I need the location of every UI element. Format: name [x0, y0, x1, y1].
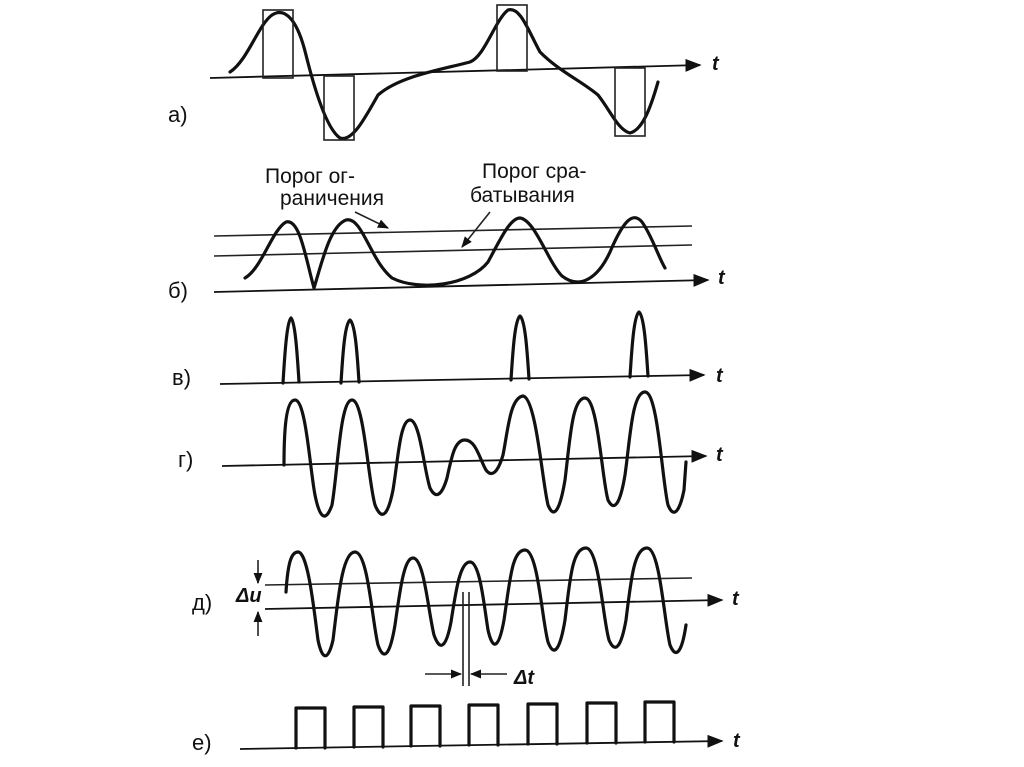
trigger-threshold-line — [213, 244, 693, 257]
axis-d — [264, 593, 724, 610]
pulse-v3 — [509, 314, 531, 382]
pulse-v2 — [339, 318, 361, 385]
pulse-e2 — [352, 705, 385, 749]
limit-threshold-line2: раничения — [280, 187, 384, 210]
panel-label-g: г) — [178, 447, 193, 472]
panel-label-a: а) — [168, 102, 188, 127]
pulse-e6 — [585, 701, 618, 745]
panel-label-v: в) — [172, 365, 191, 390]
pulse-box-a3 — [496, 4, 528, 72]
threshold-line-d — [264, 577, 693, 586]
pulse-v4 — [628, 310, 650, 379]
pulse-e4 — [467, 703, 500, 747]
panel-label-d: д) — [192, 590, 212, 615]
pulse-e7 — [643, 700, 676, 744]
limit-threshold-line1: Порог ог- — [265, 165, 355, 188]
axis-v — [219, 368, 706, 385]
axis-b — [213, 273, 710, 293]
axis-label-e: t — [733, 730, 741, 752]
limit-threshold-line — [213, 225, 693, 237]
trigger-arrow — [461, 211, 491, 248]
axis-g — [221, 449, 708, 467]
trigger-threshold-line2: батывания — [470, 184, 575, 207]
pulse-e3 — [409, 704, 442, 748]
delta-t-label: Δt — [513, 667, 535, 689]
delta-u-label: Δu — [235, 585, 262, 607]
panel-a: t а) — [168, 4, 720, 141]
trigger-threshold-line1: Порог сра- — [482, 160, 586, 183]
pulse-box-a4 — [614, 67, 646, 137]
limit-arrow — [354, 211, 390, 229]
pulse-box-a1 — [262, 9, 294, 79]
axis-label-b: t — [718, 267, 726, 289]
axis-label-d: t — [732, 588, 740, 610]
waveform-b — [243, 216, 667, 290]
axis-label-g: t — [716, 444, 724, 466]
panel-label-b: б) — [168, 278, 188, 303]
panel-v: t в) — [172, 310, 724, 390]
panel-label-e: е) — [192, 730, 212, 755]
pulse-box-a2 — [323, 75, 355, 141]
waveform-g — [282, 390, 688, 518]
waveform-d — [284, 546, 688, 658]
panel-b: Порог ог- раничения Порог сра- батывания… — [168, 160, 726, 303]
axis-label-v: t — [716, 365, 724, 387]
panel-e: t е) — [192, 700, 741, 755]
panel-g: t г) — [178, 390, 724, 518]
axis-a — [209, 58, 702, 79]
panel-d: t д) Δu Δt — [192, 546, 740, 689]
axis-e — [239, 734, 724, 750]
pulse-e5 — [526, 702, 559, 746]
pulse-v1 — [281, 316, 301, 385]
waveform-a — [228, 8, 660, 140]
pulse-e1 — [294, 706, 327, 750]
axis-label-a: t — [712, 53, 720, 75]
